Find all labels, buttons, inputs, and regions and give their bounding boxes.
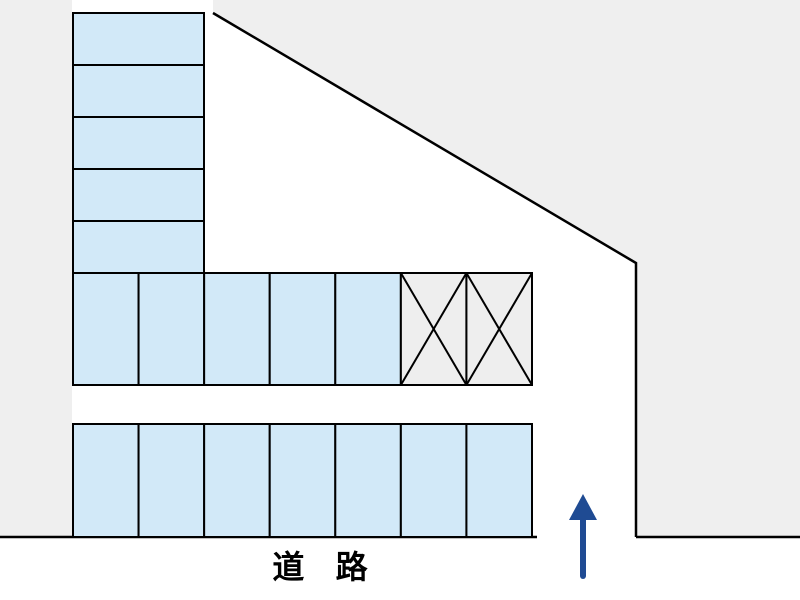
parking-space-upper	[137, 272, 206, 386]
lot-boundary-line	[212, 11, 638, 537]
parking-space-lower	[334, 423, 402, 538]
parking-space-vertical	[72, 168, 205, 222]
parking-space-upper-unavailable	[465, 272, 533, 386]
parking-space-vertical	[72, 220, 205, 274]
parking-space-upper	[203, 272, 271, 386]
parking-space-lower	[72, 423, 140, 538]
up-arrow-icon	[569, 494, 597, 579]
parking-space-vertical	[72, 116, 205, 170]
parking-space-lower	[399, 423, 468, 538]
parking-space-upper-unavailable	[399, 272, 468, 386]
road-label: 道 路	[272, 548, 378, 586]
parking-space-lower	[268, 423, 337, 538]
left-grey-area	[0, 0, 72, 537]
parking-space-vertical	[72, 12, 205, 66]
parking-space-upper	[268, 272, 337, 386]
parking-space-vertical	[72, 64, 205, 118]
right-grey-area	[213, 0, 800, 537]
parking-space-lower	[465, 423, 533, 538]
parking-space-upper	[334, 272, 402, 386]
parking-space-lower	[203, 423, 271, 538]
parking-space-upper	[72, 272, 140, 386]
parking-spaces	[72, 12, 533, 538]
parking-space-lower	[137, 423, 206, 538]
